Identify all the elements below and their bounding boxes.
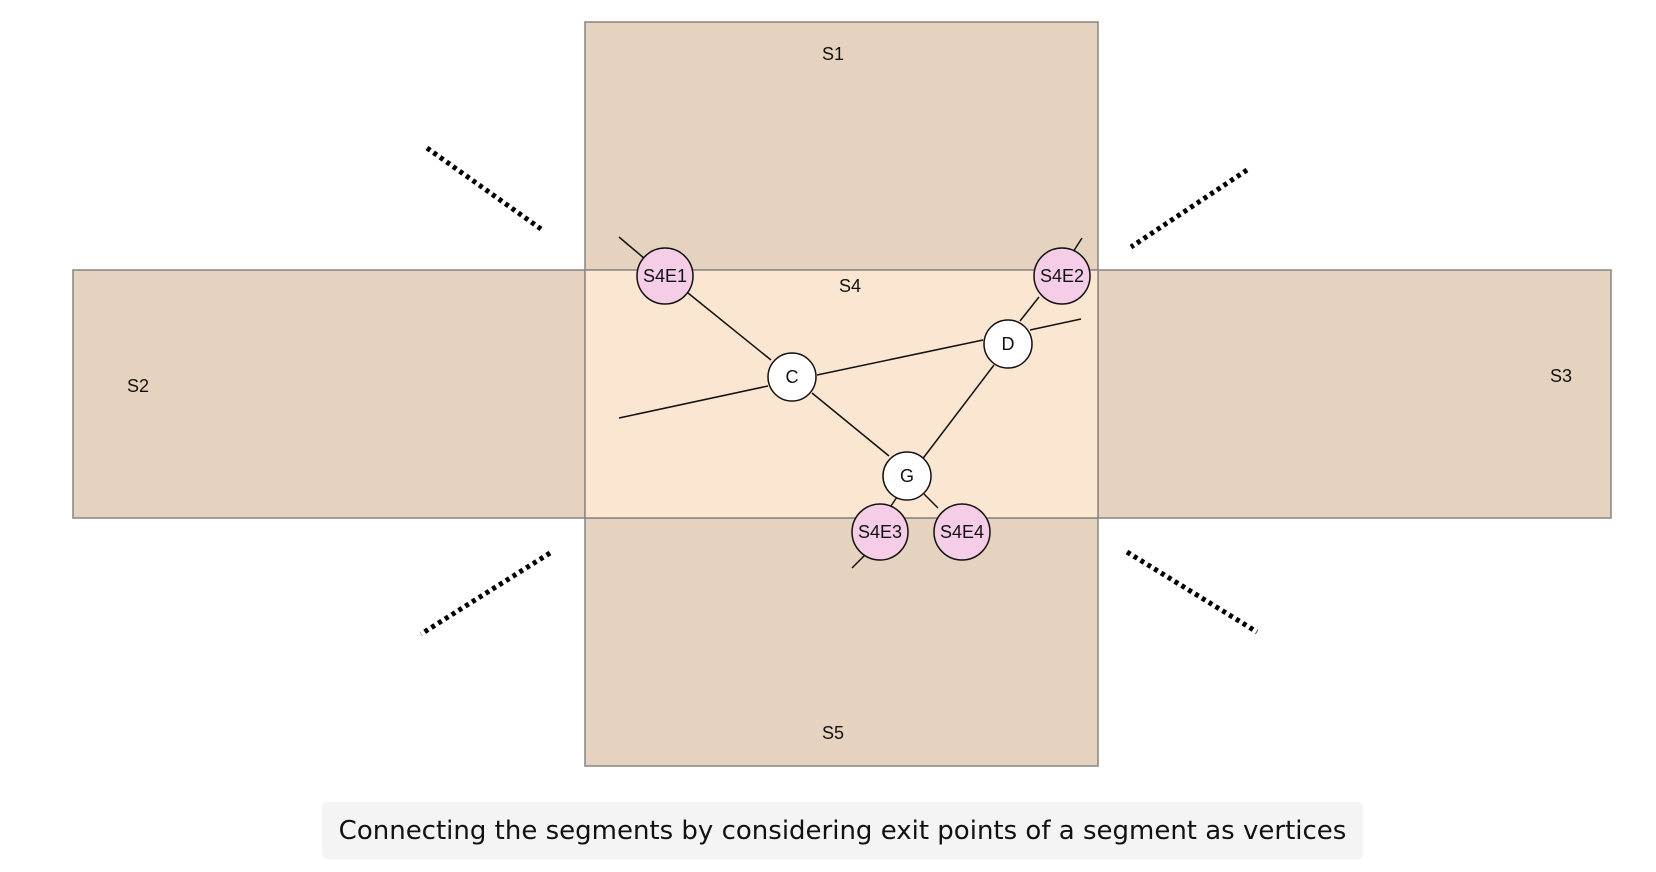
vertex-c: C	[767, 352, 817, 402]
edge-stub-s4e3	[851, 553, 867, 569]
exit-point-s4e3: S4E3	[851, 503, 909, 561]
exit-point-label: S4E2	[1040, 266, 1084, 286]
dotted-connector-top-left	[425, 145, 543, 232]
segment-s1	[584, 21, 1099, 271]
segment-label-s2: S2	[127, 376, 149, 396]
edge-g-s4e4	[923, 493, 939, 509]
segment-s2	[72, 269, 586, 519]
diagram-caption: Connecting the segments by considering e…	[338, 815, 1347, 846]
vertex-label: G	[900, 466, 914, 486]
vertex-d: D	[983, 319, 1033, 369]
exit-point-label: S4E1	[643, 266, 687, 286]
exit-point-s4e1: S4E1	[636, 247, 694, 305]
dotted-connectors	[419, 145, 1259, 637]
vertex-label: C	[786, 367, 799, 387]
edge-c-d	[816, 339, 984, 376]
exit-point-label: S4E4	[940, 522, 984, 542]
edge-d-g	[920, 364, 995, 462]
edge-d-s4e2	[1019, 296, 1040, 322]
exit-point-s4e2: S4E2	[1033, 247, 1091, 305]
edge-s4e1-c	[687, 292, 772, 361]
segment-label-s5: S5	[822, 723, 844, 743]
dotted-connector-bottom-left	[419, 550, 552, 637]
vertex-g: G	[882, 451, 932, 501]
dotted-connector-bottom-right	[1125, 549, 1259, 635]
dotted-connector-top-right	[1129, 167, 1249, 250]
exit-point-s4e4: S4E4	[933, 503, 991, 561]
edges	[618, 236, 1083, 569]
edge-stub-s4e1	[618, 236, 646, 260]
segment-label-s1: S1	[822, 44, 844, 64]
segment-s3	[1097, 269, 1612, 519]
edge-c-g	[811, 392, 890, 457]
edge-g-s4e3	[890, 496, 898, 507]
vertex-label: D	[1002, 334, 1015, 354]
segment-s5	[584, 517, 1099, 767]
exit-point-label: S4E3	[858, 522, 902, 542]
segment-label-s4: S4	[839, 276, 861, 296]
caption-box: Connecting the segments by considering e…	[322, 802, 1363, 859]
segment-s4	[584, 269, 1099, 519]
edge-road-right	[1029, 318, 1082, 331]
segment-label-s3: S3	[1550, 366, 1572, 386]
edge-road-left	[618, 385, 769, 419]
edge-stub-s4e2	[1072, 237, 1083, 253]
